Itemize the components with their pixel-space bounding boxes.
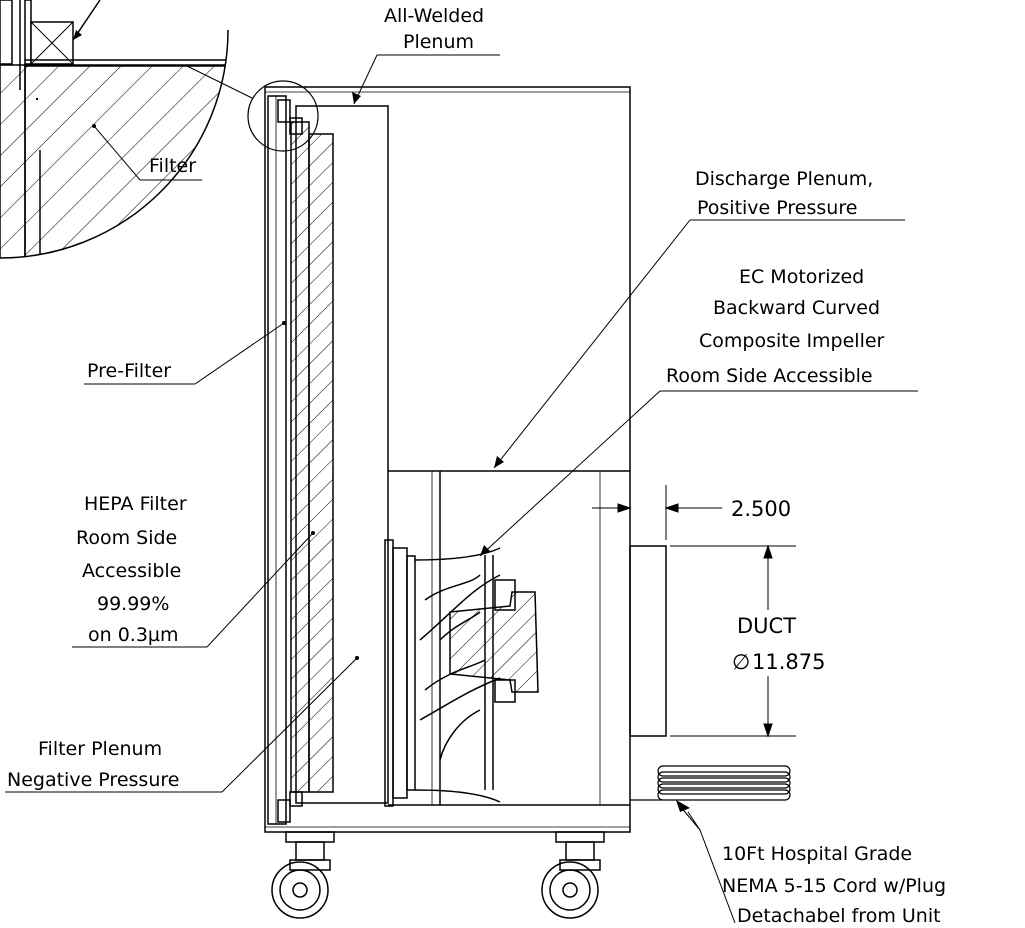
- cord-label-1: 10Ft Hospital Grade: [722, 843, 912, 865]
- prefilter-label: Pre-Filter: [87, 360, 171, 382]
- discharge-callout: Discharge Plenum, Positive Pressure: [493, 168, 905, 469]
- cord-label-2: NEMA 5-15 Cord w/Plug: [722, 875, 946, 897]
- prefilter-callout: Pre-Filter: [84, 321, 286, 385]
- hepa-label-2: Room Side: [76, 527, 177, 549]
- power-cord-coil: [630, 765, 791, 801]
- offset-dimension: 2.500: [592, 485, 791, 540]
- cord-callout: 10Ft Hospital Grade NEMA 5-15 Cord w/Plu…: [676, 800, 946, 927]
- plenum-label-1: Filter Plenum: [38, 738, 162, 760]
- cord-label-3: Detachabel from Unit: [737, 905, 941, 923]
- caster-left: [271, 831, 335, 919]
- ec-label-1: EC Motorized: [739, 266, 864, 288]
- hepa-label-1: HEPA Filter: [84, 493, 187, 515]
- offset-dimension-value: 2.500: [731, 497, 791, 521]
- hepa-label-5: on 0.3µm: [88, 624, 179, 646]
- ec-label-2: Backward Curved: [713, 297, 880, 319]
- hepa-label-3: Accessible: [82, 560, 181, 582]
- duct-label: DUCT: [737, 614, 796, 638]
- discharge-label-2: Positive Pressure: [697, 197, 857, 219]
- filter-plenum-callout: Filter Plenum Negative Pressure: [5, 656, 359, 793]
- detail-connector: [184, 64, 253, 99]
- unit-cabinet: [264, 86, 667, 833]
- all-welded-label-2: Plenum: [403, 31, 474, 53]
- filter-leader: [93, 125, 141, 181]
- all-welded-callout: All-Welded Plenum: [352, 5, 500, 105]
- hepa-callout: HEPA Filter Room Side Accessible 99.99% …: [72, 493, 315, 648]
- ec-label-4: Room Side Accessible: [666, 365, 873, 387]
- ec-label-3: Composite Impeller: [699, 330, 885, 352]
- all-welded-label-1: All-Welded: [384, 5, 484, 27]
- ec-motor-callout: EC Motorized Backward Curved Composite I…: [479, 266, 918, 557]
- hepa-label-4: 99.99%: [97, 593, 169, 615]
- impeller-assembly: [384, 539, 539, 807]
- caster-right: [541, 831, 605, 919]
- plenum-label-2: Negative Pressure: [7, 769, 179, 791]
- discharge-label-1: Discharge Plenum,: [695, 168, 873, 190]
- detail-circle-outline: [0, 29, 229, 259]
- filter-label: Filter: [149, 155, 196, 177]
- detail-view: [0, 0, 228, 258]
- duct-diameter-symbol: ∅: [732, 650, 750, 674]
- duct-dimension: DUCT ∅ 11.875: [670, 544, 825, 738]
- detail-callout-circle: [247, 80, 319, 152]
- duct-diameter-value: 11.875: [752, 650, 825, 674]
